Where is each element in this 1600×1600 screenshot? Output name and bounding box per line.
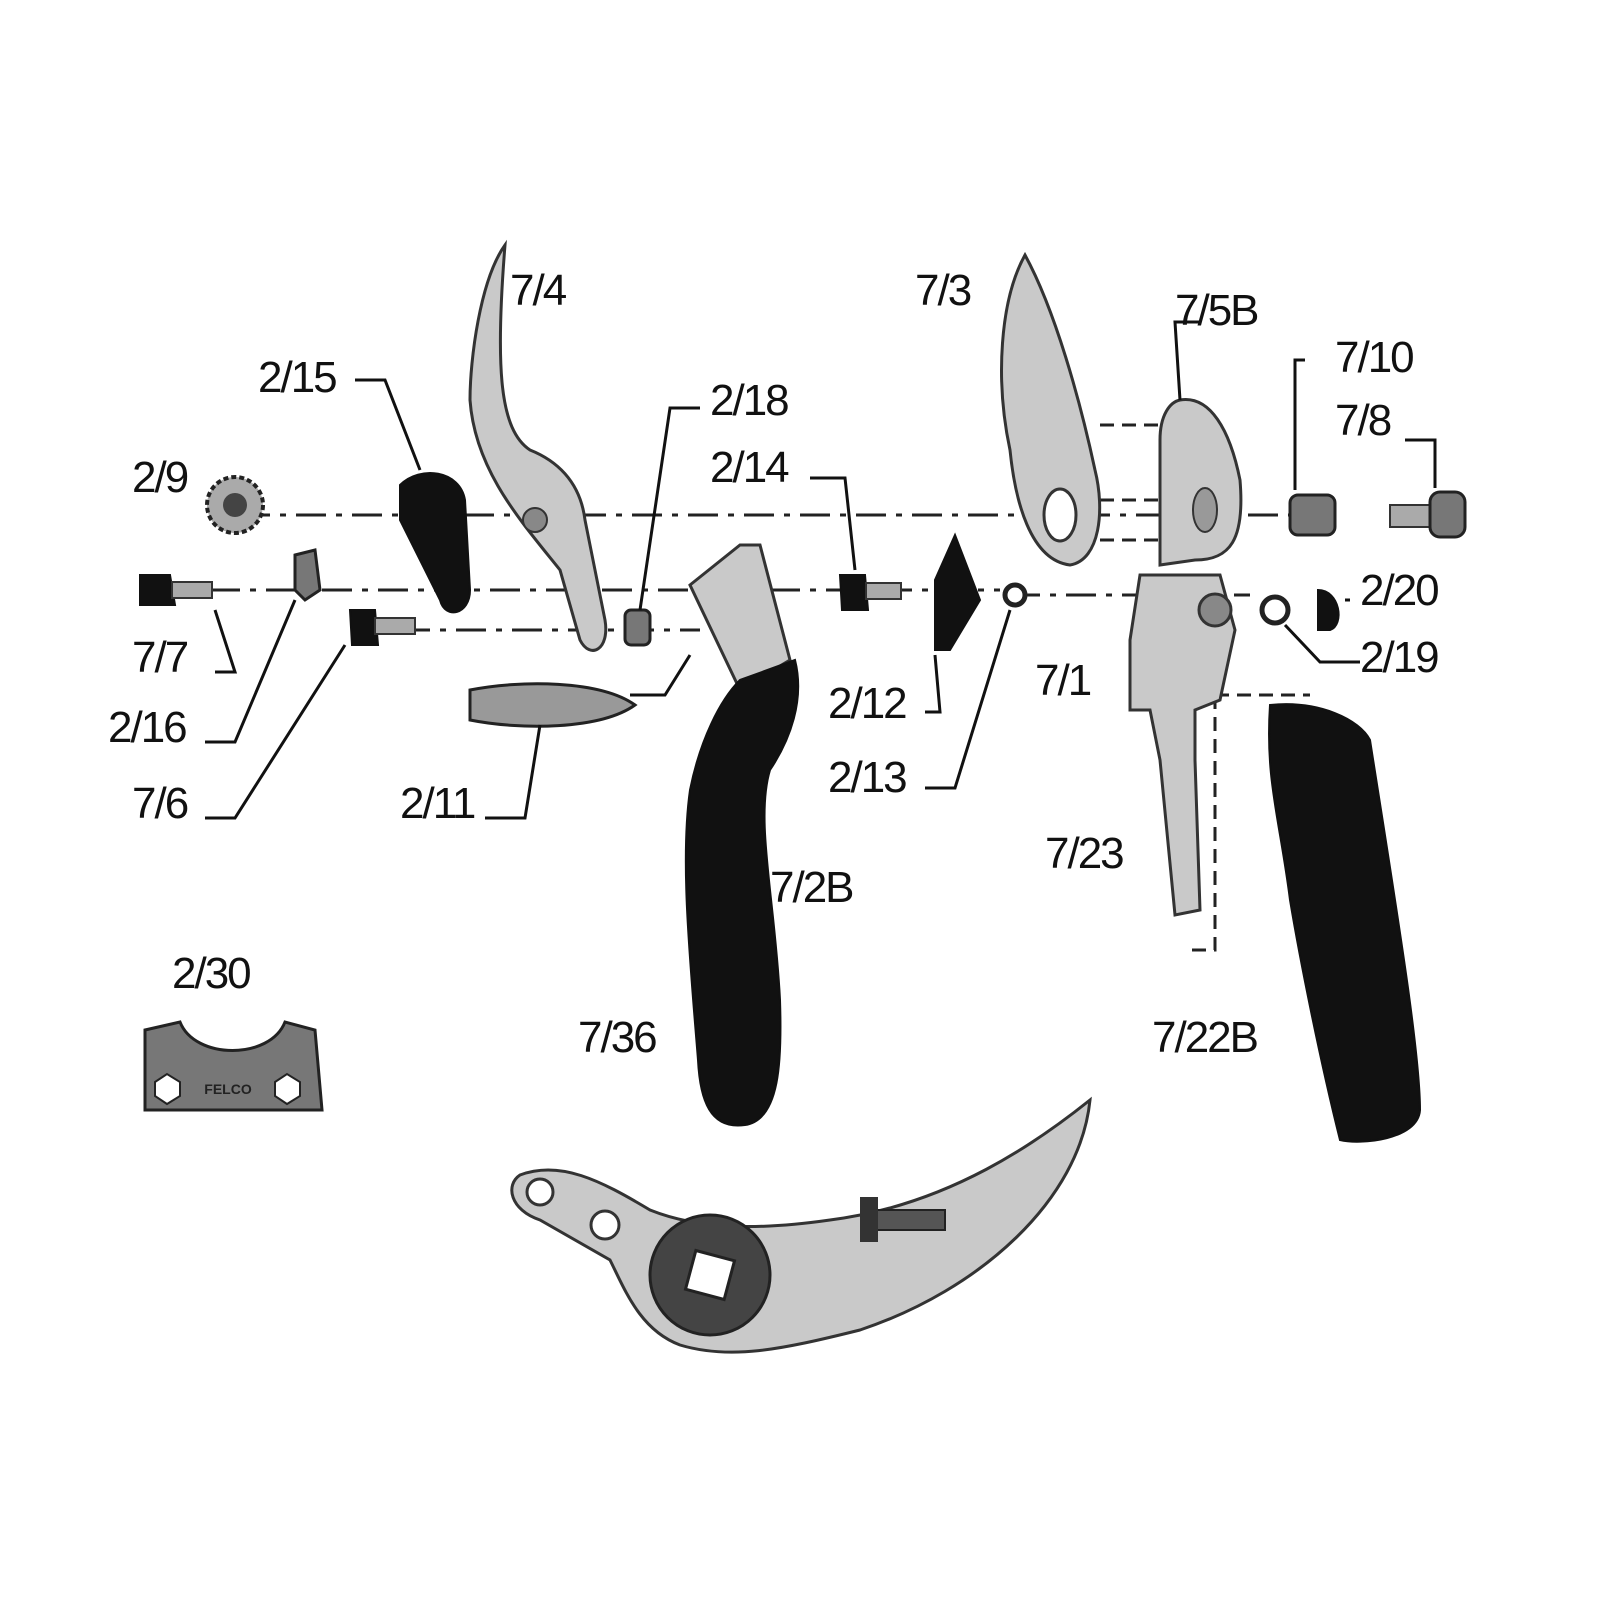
- part-2-30-wrench: FELCO: [143, 1020, 324, 1112]
- label-2-14: 2/14: [710, 443, 789, 492]
- label-2-19: 2/19: [1360, 633, 1438, 682]
- label-2-11: 2/11: [400, 779, 475, 828]
- part-2-11-spring: [468, 682, 638, 728]
- replacement-blade-detail: [510, 1096, 1092, 1354]
- part-2-15-plate: [399, 472, 472, 614]
- label-2-12: 2/12: [828, 679, 906, 728]
- label-2-9: 2/9: [132, 453, 188, 502]
- label-7-5b: 7/5B: [1175, 286, 1258, 335]
- part-labels: 7/4 7/3 7/5B 7/10 7/8 2/15 2/18 2/14 2/9…: [108, 266, 1440, 1062]
- label-7-36: 7/36: [578, 1013, 656, 1062]
- label-7-7: 7/7: [132, 633, 188, 682]
- label-2-16: 2/16: [108, 703, 186, 752]
- label-7-3: 7/3: [915, 266, 971, 315]
- label-7-6: 7/6: [132, 779, 188, 828]
- label-7-2b: 7/2B: [770, 863, 853, 912]
- part-7-3-anvil-blade: [1000, 251, 1102, 567]
- label-2-18: 2/18: [710, 376, 788, 425]
- label-7-10: 7/10: [1335, 333, 1413, 382]
- part-7-6-bolt: [348, 609, 416, 646]
- label-2-30: 2/30: [172, 949, 250, 998]
- felco-logo: FELCO: [204, 1081, 252, 1097]
- part-2-20-cap: [1317, 588, 1340, 631]
- label-2-15: 2/15: [258, 353, 336, 402]
- part-2-14-bolt: [838, 574, 902, 611]
- leader-lines: [205, 320, 1437, 820]
- label-7-4: 7/4: [510, 266, 567, 315]
- label-7-22b: 7/22B: [1152, 1013, 1258, 1062]
- part-2-12-catch: [934, 532, 982, 651]
- part-7-8-screw: [1389, 490, 1467, 539]
- part-7-5b-blade-holder: [1158, 398, 1243, 567]
- part-2-9-adjusting-nut: [205, 475, 265, 535]
- part-7-1-lower-handle-frame: [1128, 573, 1237, 917]
- label-2-20: 2/20: [1360, 566, 1438, 615]
- part-2-19-ring: [1259, 594, 1291, 626]
- part-7-2b-upper-handle: [684, 543, 800, 1127]
- label-7-8: 7/8: [1335, 396, 1391, 445]
- part-2-13-washer: [1002, 582, 1028, 608]
- label-7-1: 7/1: [1035, 656, 1091, 705]
- label-2-13: 2/13: [828, 753, 906, 802]
- part-2-18-nut: [623, 608, 652, 647]
- part-7-10-nut: [1288, 493, 1337, 537]
- part-2-16-clip: [293, 548, 322, 602]
- label-7-23: 7/23: [1045, 829, 1123, 878]
- part-7-22b-lower-handle: [1268, 703, 1422, 1143]
- part-7-7-bolt: [139, 574, 213, 606]
- part-7-4-upper-blade: [468, 239, 608, 652]
